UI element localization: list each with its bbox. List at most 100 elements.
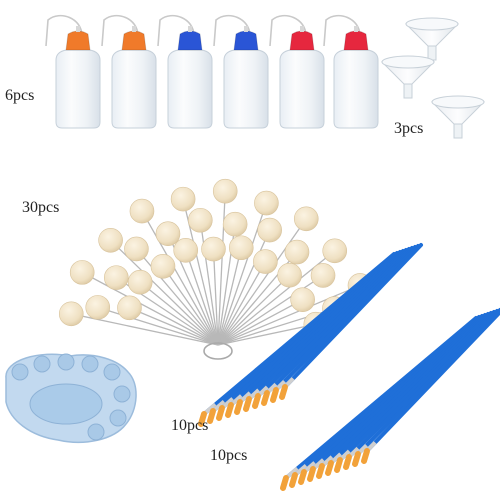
bottle-body <box>111 49 157 129</box>
bottle <box>45 14 101 129</box>
daubers-count-label: 30pcs <box>22 199 60 216</box>
brush-bristles <box>316 463 325 479</box>
wool-ball <box>201 236 226 262</box>
brush-bristles <box>352 451 361 467</box>
brush-bristles <box>270 387 279 403</box>
funnel-rim <box>405 17 459 31</box>
funnels-count-label: 3pcs <box>394 120 424 137</box>
dauber-wire <box>217 247 242 346</box>
brushes-set-2-count-label: 10pcs <box>210 447 248 464</box>
dauber-wire <box>212 249 219 346</box>
brush-bristles <box>325 460 334 476</box>
brush-bristles <box>225 402 234 418</box>
bottle <box>101 14 157 129</box>
brush-bristles <box>343 454 352 470</box>
dauber-wire <box>141 210 219 346</box>
wool-ball <box>293 206 319 232</box>
funnel-rim <box>381 55 435 69</box>
bottle-cap <box>65 30 91 51</box>
brush-bristles <box>261 390 270 406</box>
funnel <box>381 55 435 99</box>
wool-ball <box>310 263 336 288</box>
bottle-body <box>333 49 379 129</box>
dauber-wire <box>217 274 291 346</box>
bottle-body <box>223 49 269 129</box>
funnel-spout <box>427 45 437 61</box>
wool-ball <box>103 265 129 290</box>
needle-tip <box>188 26 192 32</box>
brush-bristles <box>280 475 289 491</box>
brush-bristles <box>298 469 307 485</box>
wool-ball <box>98 227 123 253</box>
wool-ball <box>155 221 181 247</box>
brush-bristles <box>279 384 288 400</box>
dauber-wire <box>129 307 219 346</box>
bottle <box>323 14 379 129</box>
needle-tip <box>132 26 136 32</box>
wool-ball <box>129 198 155 224</box>
wool-ball <box>173 238 199 263</box>
wool-ball <box>228 235 254 261</box>
dauber-wire <box>217 274 324 346</box>
brush-bristles <box>289 472 298 488</box>
wool-ball <box>254 190 279 216</box>
brush-set-2 <box>280 308 500 491</box>
bottle <box>269 14 325 129</box>
paint-brushes <box>198 243 500 491</box>
bottle-body <box>279 49 325 129</box>
brushes-set-1-count-label: 10pcs <box>171 417 209 434</box>
brush-bristles <box>334 457 343 473</box>
brush-bristles <box>207 408 216 424</box>
bottle-cap <box>233 30 259 51</box>
dauber-wire <box>217 323 316 346</box>
wool-ball <box>170 186 196 212</box>
bottle-cap <box>289 30 315 51</box>
wool-ball <box>322 238 348 264</box>
brush-set-1 <box>198 243 423 427</box>
bottle-cap <box>121 30 147 51</box>
dauber-wire <box>217 299 303 346</box>
bottle-cap <box>177 30 203 51</box>
wool-ball <box>188 207 213 233</box>
wool-ball <box>277 262 302 288</box>
dauber-wire <box>217 261 266 346</box>
funnel-spout <box>403 83 413 99</box>
dauber-wire <box>217 191 226 346</box>
needle-wire <box>213 14 251 47</box>
funnel-spout <box>453 123 463 139</box>
needle-wire <box>157 14 195 47</box>
wool-ball <box>58 301 84 327</box>
wool-ball <box>127 269 153 295</box>
wool-ball <box>150 254 176 279</box>
brush-bristles <box>307 466 316 482</box>
dauber-wire <box>217 218 307 346</box>
wool-ball <box>290 287 315 313</box>
wool-ball <box>257 217 282 243</box>
wool-ball <box>222 211 248 237</box>
wool-ball <box>212 178 238 204</box>
dauber-wire <box>97 306 219 346</box>
wool-ball <box>69 260 95 285</box>
wool-ball <box>85 295 111 320</box>
funnel <box>405 17 459 61</box>
needle-tip-bottles <box>45 14 379 129</box>
needle-wire <box>45 14 83 47</box>
brush-bristles <box>243 396 252 412</box>
needle-wire <box>323 14 361 47</box>
bottle <box>213 14 269 129</box>
bottle-cap <box>343 30 369 51</box>
brush-bristles <box>198 411 207 427</box>
wool-ball <box>124 236 149 262</box>
needle-tip <box>76 26 80 32</box>
needle-tip <box>244 26 248 32</box>
brush-bristles <box>252 393 261 409</box>
dauber-wire <box>217 284 361 346</box>
brush-bristles <box>234 399 243 415</box>
mini-funnels <box>381 17 485 139</box>
wool-ball <box>284 239 310 265</box>
dauber-wire <box>135 248 219 346</box>
wool-ball <box>117 295 142 321</box>
bottle-body <box>167 49 213 129</box>
paint-palette <box>5 353 137 443</box>
